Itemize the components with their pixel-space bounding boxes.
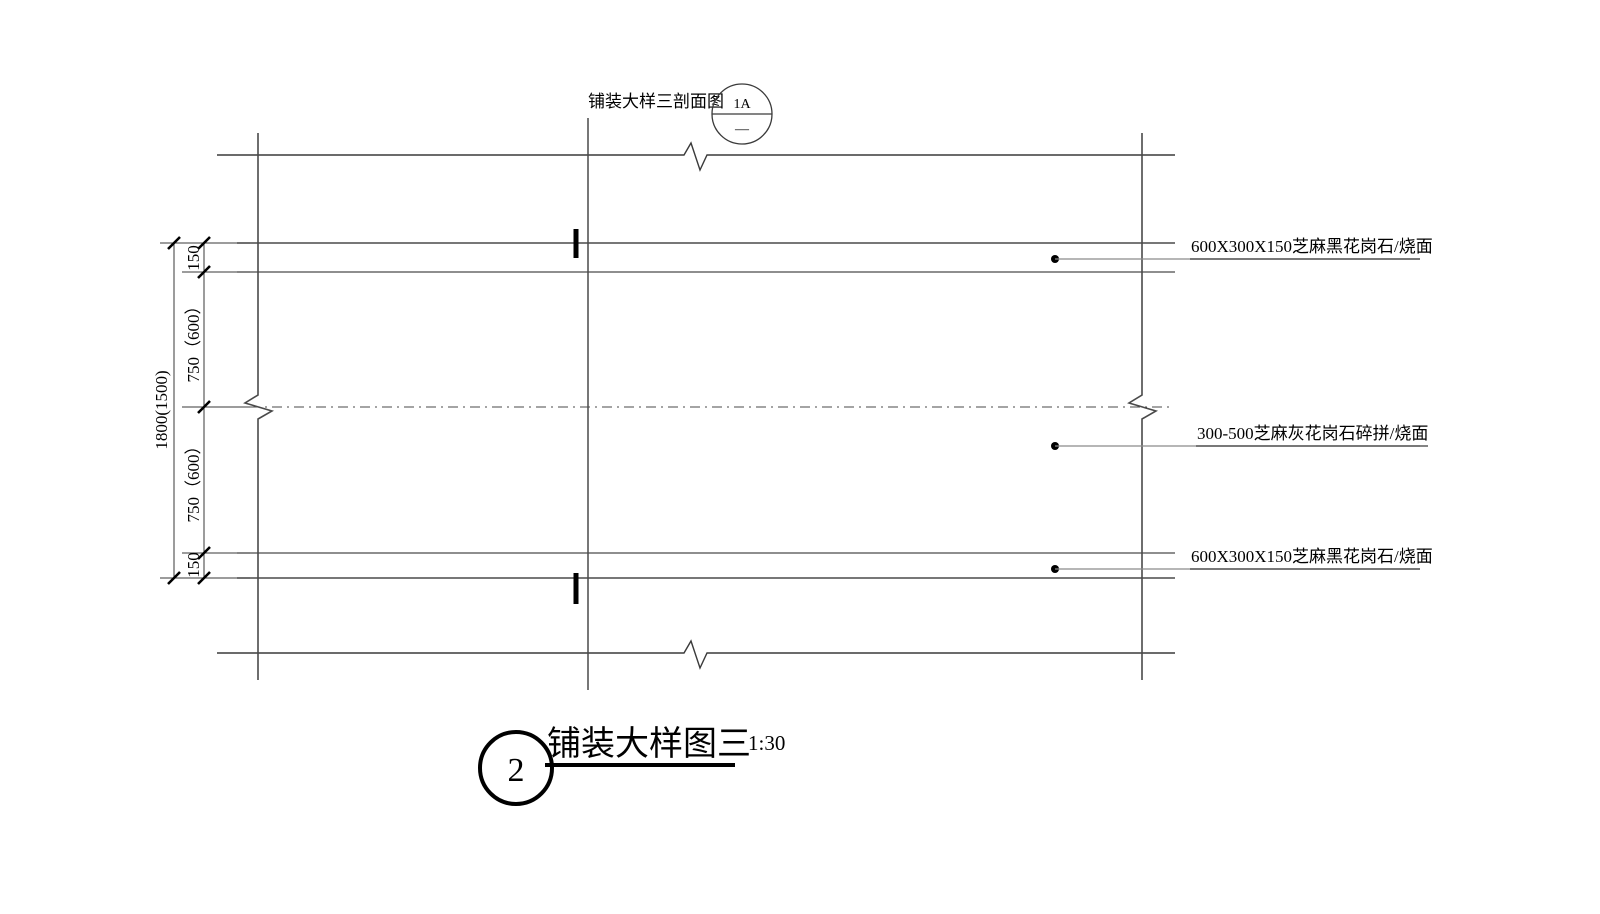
annotation-top: 600X300X150芝麻黑花岗石/烧面 — [1051, 237, 1433, 263]
annotation-text-top: 600X300X150芝麻黑花岗石/烧面 — [1191, 237, 1433, 256]
section-header-group: 铺装大样三剖面图 1A — — [588, 83, 773, 145]
dimension-ticks-outer — [167, 236, 181, 585]
annotation-text-bottom: 600X300X150芝麻黑花岗石/烧面 — [1191, 547, 1433, 566]
dimension-ticks-inner — [197, 236, 211, 585]
scale-text: 1:30 — [748, 731, 785, 755]
dimension-text-seg-3: 750（600） — [184, 438, 203, 523]
right-vertical-edge-with-break — [1127, 133, 1159, 680]
title-text: 铺装大样图三 — [547, 725, 751, 763]
bottom-edge-with-break-symbol — [217, 639, 1175, 670]
annotation-group: 600X300X150芝麻黑花岗石/烧面 300-500芝麻灰花岗石碎拼/烧面 … — [1051, 237, 1433, 573]
annotation-text-middle: 300-500芝麻灰花岗石碎拼/烧面 — [1197, 424, 1428, 443]
title-number-text: 2 — [508, 752, 525, 789]
dimension-text-seg-4: 150 — [184, 552, 203, 578]
top-outer-edge-line — [217, 141, 1175, 172]
detail-bubble-bottom-label: — — [734, 122, 750, 137]
dimension-text-overall: 1800(1500) — [152, 370, 171, 449]
annotation-middle: 300-500芝麻灰花岗石碎拼/烧面 — [1051, 424, 1428, 450]
section-label-text: 铺装大样三剖面图 — [588, 92, 724, 111]
bottom-outer-edge-line — [217, 639, 1175, 670]
title-block-group[interactable]: 2 铺装大样图三 1:30 — [478, 725, 785, 806]
top-edge-with-break-symbol — [217, 141, 1175, 172]
dimension-text-seg-1: 150 — [184, 245, 203, 271]
annotation-bottom: 600X300X150芝麻黑花岗石/烧面 — [1051, 547, 1433, 573]
dimension-text-seg-2: 750（600） — [184, 298, 203, 383]
detail-bubble-top-label: 1A — [733, 97, 751, 112]
paving-plan-geometry — [217, 118, 1175, 690]
dimension-chain-group: 150 750（600） 750（600） 150 1800(1500) — [152, 236, 250, 585]
title-number-bubble[interactable] — [478, 730, 554, 806]
